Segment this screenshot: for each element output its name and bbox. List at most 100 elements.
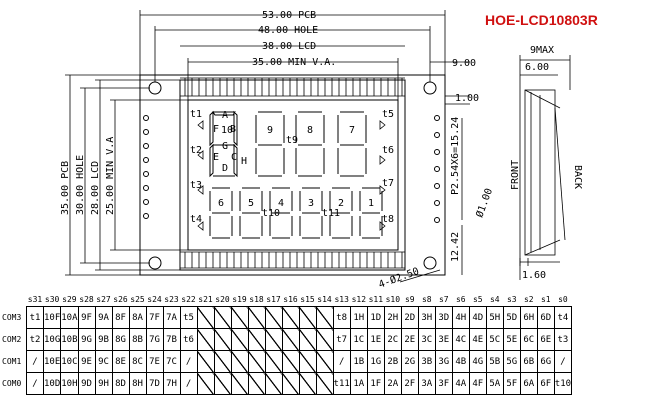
- dim-bottom-offset: 12.42: [450, 232, 461, 262]
- pin-header-s24: s24: [147, 294, 162, 304]
- digit-8: [295, 111, 325, 177]
- com-label: COM3: [2, 313, 22, 322]
- pin-cell: [196, 350, 215, 373]
- pin-cell: 1B: [349, 350, 368, 373]
- digit-7: [337, 111, 367, 177]
- pin-cell: [247, 328, 266, 351]
- pin-cell: 5F: [502, 372, 521, 395]
- pin-cell: 1H: [349, 306, 368, 329]
- pin-cell: 6A: [519, 372, 538, 395]
- digit-9: [255, 111, 285, 177]
- pin-cell: /: [26, 372, 44, 395]
- segment-digits: [209, 110, 383, 239]
- seg-label-t5: t5: [382, 109, 394, 120]
- top-pin-comb: [180, 77, 405, 97]
- pin-header-s28: s28: [79, 294, 94, 304]
- pin-cell: 2C: [383, 328, 402, 351]
- pin-cell: /: [26, 350, 44, 373]
- pin-cell: t3: [553, 328, 573, 351]
- pin-cell: 8B: [128, 328, 147, 351]
- pin-cell: t5: [179, 306, 198, 329]
- mount-hole-br: [423, 256, 437, 270]
- pin-cell: 2D: [400, 306, 419, 329]
- label-front: FRONT: [510, 160, 521, 190]
- pin-cell: 3G: [434, 350, 453, 373]
- dim-hole-dia: 4-Ø2.50: [377, 265, 421, 290]
- pin-cell: 4G: [468, 350, 487, 373]
- pin-cell: t7: [332, 328, 351, 351]
- pin-header-s6: s6: [455, 294, 466, 304]
- pin-cell: 10B: [60, 328, 79, 351]
- pin-cell: [315, 350, 334, 373]
- pin-cell: 4E: [468, 328, 487, 351]
- digit-num-1: 1: [368, 198, 374, 209]
- seg-letter-b: B: [230, 124, 236, 135]
- seg-letter-f: F: [213, 124, 219, 135]
- pin-cell: 8C: [128, 350, 147, 373]
- mount-hole-tr: [423, 81, 437, 95]
- pin-cell: 7G: [145, 328, 164, 351]
- dim-right-offset: 9.00: [452, 58, 476, 69]
- pin-cell: 1C: [349, 328, 368, 351]
- pin-cell: 4A: [451, 372, 470, 395]
- pin-cell: 4C: [451, 328, 470, 351]
- pin-header-s2: s2: [523, 294, 534, 304]
- pin-cell: 2B: [383, 350, 402, 373]
- pin-cell: t2: [26, 328, 44, 351]
- pin-cell: /: [553, 350, 573, 373]
- pin-cell: 4B: [451, 350, 470, 373]
- side-view: [519, 55, 571, 280]
- pin-cell: 7C: [162, 350, 181, 373]
- bottom-pin-comb: [180, 251, 405, 269]
- pin-cell: 5G: [502, 350, 521, 373]
- seg-letter-a: A: [222, 110, 228, 121]
- pin-header-s15: s15: [300, 294, 315, 304]
- pin-cell: 3C: [417, 328, 436, 351]
- pin-cell: 7F: [145, 306, 164, 329]
- digit-1: [359, 187, 383, 239]
- pin-cell: 1A: [349, 372, 368, 395]
- pin-cell: 2F: [400, 372, 419, 395]
- pin-cell: 10F: [42, 306, 62, 329]
- pin-cell: [298, 372, 317, 395]
- pin-cell: 10G: [42, 328, 62, 351]
- pin-cell: t10: [553, 372, 573, 395]
- seg-label-t8: t8: [382, 214, 394, 225]
- right-pads: [434, 115, 440, 223]
- pin-cell: [264, 328, 283, 351]
- seg-label-t9: t9: [286, 135, 298, 146]
- pin-cell: 5E: [502, 328, 521, 351]
- pin-header-s29: s29: [62, 294, 77, 304]
- indicator-arrows: [197, 120, 386, 231]
- seg-letter-h: H: [241, 156, 247, 167]
- pin-cell: 10A: [60, 306, 79, 329]
- pin-header-s26: s26: [113, 294, 128, 304]
- pin-cell: [213, 328, 232, 351]
- pin-header-s17: s17: [266, 294, 281, 304]
- pin-cell: 5A: [485, 372, 504, 395]
- pin-cell: [230, 372, 249, 395]
- pin-cell: 5C: [485, 328, 504, 351]
- pin-cell: [281, 372, 300, 395]
- mount-hole-tl: [148, 81, 162, 95]
- pin-header-s22: s22: [181, 294, 196, 304]
- pin-cell: [247, 350, 266, 373]
- pin-cell: [230, 328, 249, 351]
- pin-cell: /: [179, 350, 198, 373]
- pin-cell: [315, 372, 334, 395]
- pin-cell: 7H: [162, 372, 181, 395]
- pin-header-s9: s9: [404, 294, 415, 304]
- pin-cell: 6E: [536, 328, 555, 351]
- pin-cell: [230, 350, 249, 373]
- pin-cell: 8A: [128, 306, 147, 329]
- pin-cell: 9G: [77, 328, 96, 351]
- pin-cell: [264, 306, 283, 329]
- pin-header-s20: s20: [215, 294, 230, 304]
- pin-cell: 3F: [434, 372, 453, 395]
- pin-cell: 4D: [468, 306, 487, 329]
- pin-cell: [213, 350, 232, 373]
